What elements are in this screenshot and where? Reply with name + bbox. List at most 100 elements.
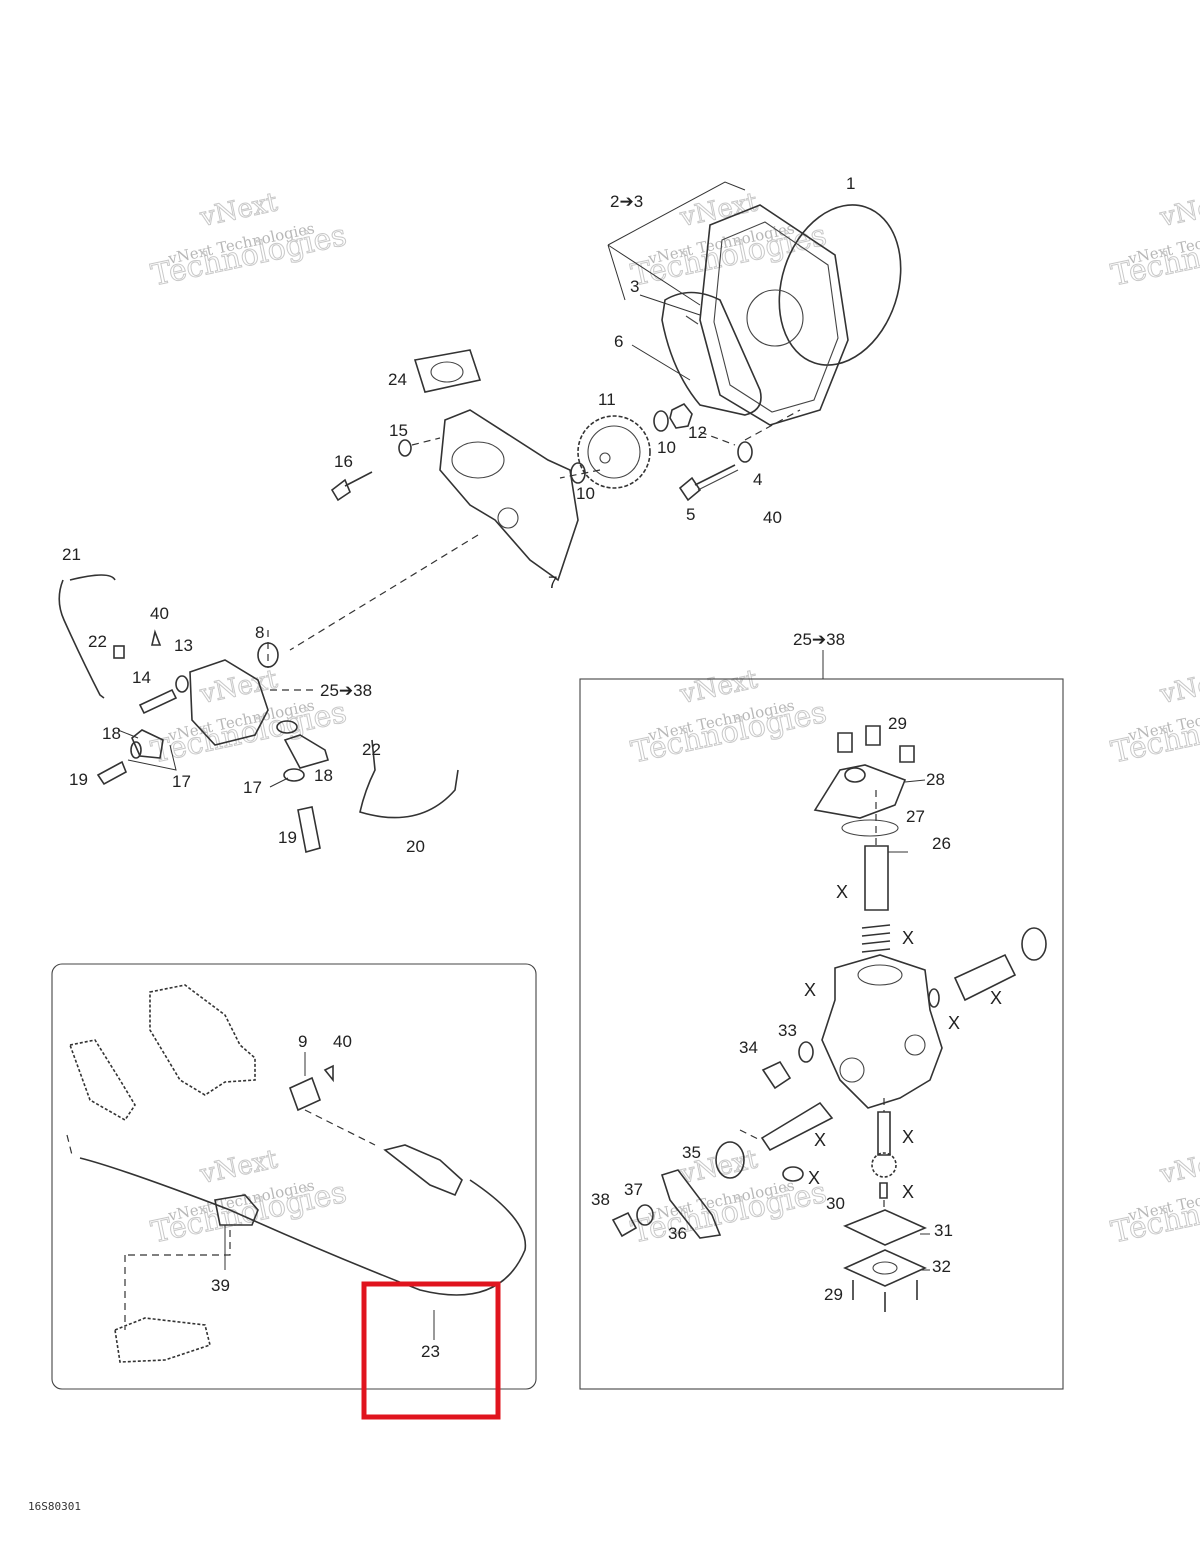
callout-33: 33 (778, 1021, 797, 1040)
callout-31: 31 (934, 1221, 953, 1240)
callout-18b: 18 (314, 766, 333, 785)
x-mark-2: X (902, 928, 914, 948)
gear-shaft (877, 1111, 891, 1156)
callout-39: 39 (211, 1276, 230, 1295)
svg-text:Technologies: Technologies (628, 695, 829, 771)
bolt-5-thread (697, 469, 739, 491)
watermark-mid-center: vNext vNext Technologies Technologies (628, 664, 830, 771)
o-ring-1 (778, 204, 902, 366)
svg-text:vNext: vNext (1157, 664, 1200, 710)
clamp-22 (113, 645, 125, 659)
nut-12 (669, 402, 693, 429)
lever-arm (68, 1039, 136, 1122)
svg-text:vNext: vNext (197, 187, 281, 233)
watermark-mid-left: vNext vNext Technologies Technologies (148, 664, 350, 771)
callout-9: 9 (298, 1032, 307, 1051)
leader-3 (639, 294, 701, 316)
plate-31 (843, 1209, 927, 1246)
oil-drop-40b (323, 1064, 334, 1083)
piston-26 (864, 845, 889, 911)
gear-11 (577, 415, 651, 489)
x-mark-5: X (948, 1013, 960, 1033)
cover-nipple (844, 767, 866, 783)
callout-29a: 29 (888, 714, 907, 733)
callout-27: 27 (906, 807, 925, 826)
pump-cover-28 (813, 764, 907, 819)
watermark-bottom-left: vNext vNext Technologies Technologies (148, 1144, 350, 1251)
cable-adjuster (383, 1144, 463, 1197)
callout-5: 5 (686, 505, 695, 524)
bolt-16 (330, 471, 373, 502)
callout-12: 12 (688, 423, 707, 442)
cable-clip-39 (214, 1194, 259, 1226)
washer-37 (636, 1204, 654, 1226)
cable-panel-frame (51, 963, 537, 1390)
washer-17 (130, 741, 142, 759)
pump-detail-frame (579, 678, 1064, 1390)
axis-gear-housing (559, 469, 601, 479)
svg-text:vNext: vNext (1157, 1144, 1200, 1190)
left-pump-assembly (58, 574, 459, 854)
callout-40c: 40 (333, 1032, 352, 1051)
svg-text:Technologies: Technologies (1108, 218, 1200, 294)
svg-text:Technologies: Technologies (148, 695, 349, 771)
callout-17b: 17 (243, 778, 262, 797)
leader-18a (117, 729, 139, 739)
watermark-top-right: vNext vNext Technologies Technologies (1108, 187, 1200, 294)
banjo-bolt-19 (96, 760, 128, 786)
oil-drop-40 (150, 629, 162, 646)
housing-bore (451, 441, 505, 479)
callout-38: 38 (591, 1190, 610, 1209)
pump-body (821, 954, 943, 1109)
axis-clip-mount (128, 1230, 231, 1256)
housing-port (497, 507, 519, 529)
callout-34: 34 (739, 1038, 758, 1057)
drive-gear (871, 1152, 897, 1178)
washer-17b-top (276, 720, 298, 734)
leader-6 (631, 344, 691, 381)
callout-24: 24 (388, 370, 407, 389)
callout-7: 7 (548, 573, 557, 592)
svg-text:vNext: vNext (677, 664, 761, 710)
screw-29a (837, 732, 853, 753)
x-mark-4: X (990, 988, 1002, 1008)
callout-2-3: 2➔3 (610, 192, 643, 211)
svg-text:vNext: vNext (1157, 187, 1200, 233)
svg-text:Technologies: Technologies (148, 1175, 349, 1251)
hose-20 (359, 739, 459, 819)
axis-washer-housing (411, 437, 441, 446)
callout-16: 16 (334, 452, 353, 471)
cover-boss (746, 289, 804, 347)
washer-x (782, 1166, 804, 1182)
bolt-5 (678, 464, 736, 502)
gasket-24 (413, 349, 482, 393)
leader-17b (269, 777, 289, 788)
axis-spring-shaft (739, 1129, 761, 1141)
spring-35 (715, 1141, 745, 1179)
callout-18a: 18 (102, 724, 121, 743)
spring (861, 924, 891, 953)
washer-4 (737, 441, 753, 463)
svg-text:Technologies: Technologies (1108, 695, 1200, 771)
callout-37: 37 (624, 1180, 643, 1199)
oil-pump-body (189, 659, 269, 746)
x-mark-7: X (902, 1127, 914, 1147)
callout-10a: 10 (657, 438, 676, 457)
leader-lines (117, 294, 930, 1340)
callout-8: 8 (255, 623, 264, 642)
screw-29c (899, 745, 915, 763)
o-ring-right (928, 988, 940, 1008)
dowel-pin-3 (685, 315, 699, 325)
washer-10a (653, 410, 669, 432)
hose-21-outer (58, 579, 105, 699)
callout-20: 20 (406, 837, 425, 856)
pin-30 (879, 1182, 888, 1199)
oil-pump-housing-7 (439, 409, 579, 582)
pump-detail-panel (579, 650, 1064, 1390)
leader-28 (904, 779, 926, 783)
nut-38 (611, 1211, 638, 1238)
watermarks: vNext vNext Technologies Technologies vN… (148, 187, 1200, 1251)
lever-link (66, 1134, 73, 1156)
callout-40a: 40 (763, 508, 782, 527)
cable-panel (51, 963, 537, 1390)
